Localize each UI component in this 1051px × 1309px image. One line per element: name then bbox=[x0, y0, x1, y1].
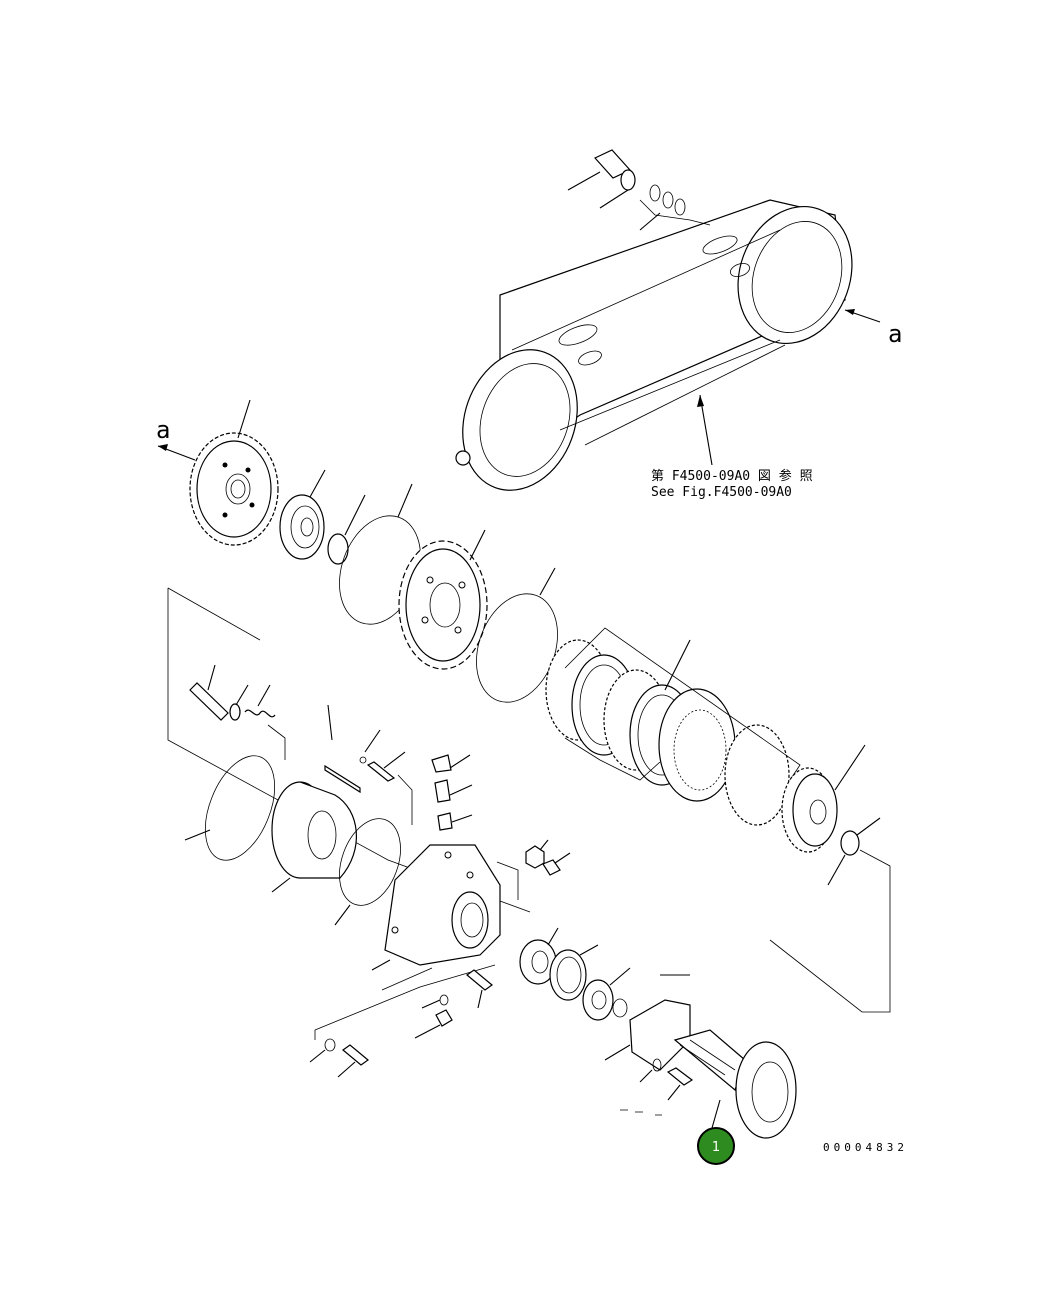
bearing bbox=[279, 494, 325, 560]
snap-ring bbox=[327, 533, 349, 565]
leader-line bbox=[639, 212, 661, 231]
leader-line bbox=[371, 959, 391, 971]
leader-line bbox=[639, 1069, 653, 1083]
leader-line bbox=[207, 664, 216, 691]
bracket-line bbox=[267, 724, 286, 760]
bracket-line bbox=[381, 967, 433, 991]
o-ring bbox=[339, 818, 401, 906]
transmission-housing bbox=[384, 844, 501, 966]
callout-number: 1 bbox=[712, 1140, 720, 1155]
reference-note-jp: 第 F4500-09A0 図 参 照 bbox=[651, 468, 813, 484]
plug bbox=[435, 1009, 453, 1027]
callout-circle[interactable] bbox=[697, 1127, 735, 1165]
leader-line bbox=[449, 754, 471, 769]
plug bbox=[439, 994, 449, 1006]
leader-line bbox=[257, 684, 271, 707]
leader-line bbox=[667, 1084, 681, 1101]
leader-line bbox=[271, 877, 291, 893]
leader-line bbox=[309, 1049, 326, 1063]
leader-line bbox=[364, 729, 381, 753]
leader-line bbox=[539, 839, 549, 851]
marker-letter-left: a bbox=[156, 416, 170, 444]
leader-line bbox=[421, 999, 441, 1009]
carrier-plate bbox=[398, 540, 488, 670]
leader-line bbox=[664, 639, 691, 691]
leader-line bbox=[327, 704, 333, 741]
leader-line bbox=[856, 817, 881, 836]
leader-line bbox=[567, 171, 601, 191]
leader-line bbox=[554, 852, 571, 864]
leader-line bbox=[604, 1044, 631, 1061]
leader-line bbox=[579, 944, 599, 956]
leader-line bbox=[383, 751, 406, 769]
bracket-line bbox=[769, 849, 891, 1013]
leader-line bbox=[469, 529, 486, 561]
bracket-line bbox=[564, 627, 801, 781]
output-shaft-flange bbox=[673, 1029, 797, 1139]
arrowhead bbox=[158, 444, 168, 451]
o-ring bbox=[204, 755, 276, 861]
marker-letter-right: a bbox=[888, 320, 902, 348]
tick-marks bbox=[620, 1109, 662, 1116]
arrowhead bbox=[845, 309, 855, 315]
pins bbox=[324, 756, 396, 794]
bolt bbox=[342, 1044, 369, 1066]
bolt bbox=[666, 1067, 694, 1086]
leader-line bbox=[237, 399, 251, 439]
reference-note-en: See Fig.F4500-09A0 bbox=[651, 485, 792, 500]
leader-line bbox=[309, 469, 326, 498]
callout-bubble[interactable]: 1 bbox=[697, 1127, 735, 1165]
nut bbox=[542, 859, 561, 876]
seal bbox=[549, 949, 587, 1001]
washer bbox=[324, 1038, 336, 1052]
reference-leader bbox=[699, 394, 713, 466]
cover-plate bbox=[629, 999, 691, 1071]
leader-line bbox=[449, 784, 473, 796]
leader-line bbox=[334, 904, 351, 926]
bracket-line bbox=[564, 737, 661, 781]
drawing-number: 00004832 bbox=[823, 1141, 908, 1154]
leader-line bbox=[609, 967, 631, 986]
leader-line bbox=[451, 814, 473, 823]
leader-line bbox=[599, 189, 629, 209]
leader-line bbox=[539, 567, 556, 596]
sprocket-gear bbox=[189, 432, 279, 546]
leader-line bbox=[184, 829, 211, 841]
leader-line bbox=[827, 854, 846, 886]
leader-line bbox=[337, 1061, 356, 1078]
leader-line bbox=[547, 927, 559, 946]
housing-case bbox=[455, 199, 853, 491]
bearing bbox=[582, 979, 614, 1021]
clutch-disc-stack bbox=[545, 639, 790, 826]
piston bbox=[271, 781, 358, 879]
fittings bbox=[431, 754, 453, 831]
nut bbox=[525, 845, 545, 869]
bracket-line bbox=[397, 774, 413, 825]
leader-line bbox=[235, 684, 249, 706]
bracket-line bbox=[496, 861, 519, 900]
washer bbox=[652, 1058, 662, 1072]
leader-line bbox=[344, 494, 366, 536]
leader-line bbox=[397, 483, 413, 518]
leader-line bbox=[834, 744, 866, 791]
bolt-washer-spring bbox=[189, 682, 276, 721]
bolt bbox=[466, 969, 493, 991]
o-ring-small bbox=[612, 998, 628, 1018]
leader-line bbox=[414, 1024, 441, 1039]
bolt-set-top bbox=[594, 149, 711, 226]
snap-ring bbox=[840, 830, 860, 856]
leader-line bbox=[477, 989, 483, 1009]
arrowhead bbox=[697, 395, 704, 407]
callout-leader bbox=[711, 1099, 721, 1129]
output-carrier bbox=[781, 767, 838, 853]
